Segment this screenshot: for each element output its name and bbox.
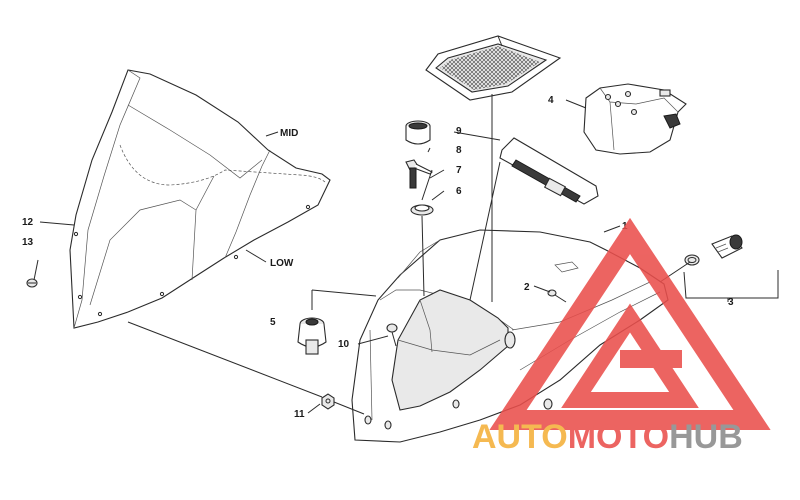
watermark-triangle-outer: [489, 217, 771, 430]
callout-11: 11: [294, 409, 305, 420]
callout-7: 7: [456, 165, 462, 176]
watermark-hub: HUB: [669, 418, 743, 456]
callout-12: 12: [22, 217, 34, 228]
callout-8: 8: [456, 145, 462, 156]
callout-4: 4: [548, 95, 554, 106]
callout-13: 13: [22, 237, 34, 248]
callout-9: 9: [456, 126, 462, 137]
cap-part-8: [405, 120, 431, 145]
ring-part-6: [410, 204, 434, 216]
windshield: [69, 69, 331, 329]
callout-3: 3: [728, 297, 734, 308]
callout-mid: MID: [280, 128, 298, 139]
screw-part-2: [547, 289, 567, 303]
switch-panel-part-9: [499, 137, 599, 205]
callout-2: 2: [524, 282, 530, 293]
screw-part-10: [386, 323, 398, 347]
watermark-bar: [620, 350, 682, 368]
watermark-logo: AUTOMOTOHUB: [472, 217, 771, 456]
ignition-part-5: [297, 317, 327, 355]
nut-part-11: [321, 393, 335, 410]
callout-6: 6: [456, 186, 462, 197]
callout-5: 5: [270, 317, 276, 328]
storage-box: [583, 83, 687, 155]
svg-text:AUTOMOTOHUB: AUTOMOTOHUB: [472, 418, 743, 456]
key-part-7: [405, 159, 433, 189]
leader-lines: [33, 94, 779, 415]
storage-net: [425, 35, 562, 101]
watermark-moto: MOTO: [568, 418, 669, 456]
callout-10: 10: [338, 339, 350, 350]
screw-part-13: [26, 278, 38, 288]
socket-part-3: [684, 234, 743, 266]
callout-low: LOW: [270, 258, 294, 269]
watermark-auto: AUTO: [472, 418, 568, 456]
